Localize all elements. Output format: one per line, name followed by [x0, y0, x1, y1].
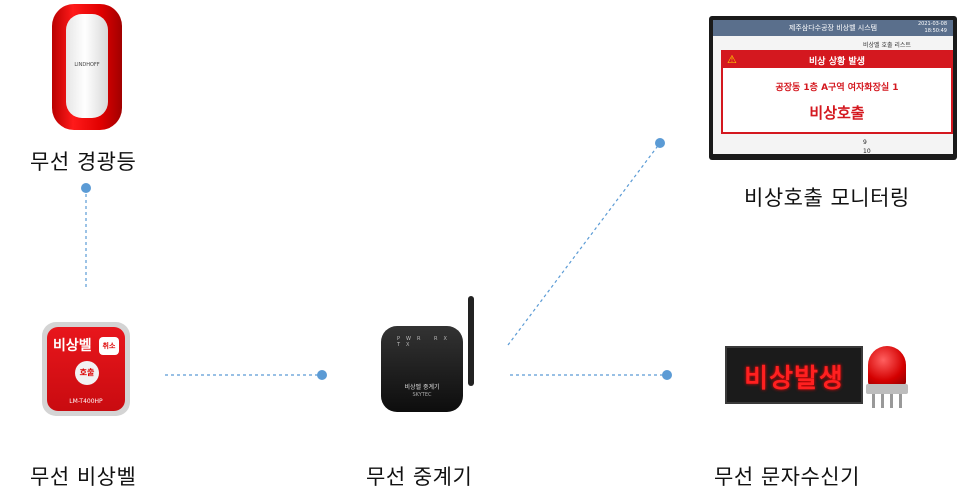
repeater-device-name: 비상벨 중계기: [404, 384, 440, 391]
emergency-bell-image: 비상벨 취소 호출 LM-T400HP: [42, 322, 130, 416]
warning-icon: ⚠: [727, 53, 737, 66]
repeater-label: 무선 중계기: [366, 465, 473, 489]
strobe-brand: LINDHOFF: [74, 62, 100, 68]
monitor-date: 2021-03-08: [917, 21, 947, 27]
alert-popup-header: ⚠ 비상 상황 발생: [723, 52, 951, 68]
monitor-label: 비상호출 모니터링: [744, 186, 910, 210]
monitoring-screen-image: 제주삼다수공장 비상벨 시스템 2021-03-08 18:50:49 비상벨 …: [709, 16, 957, 160]
monitor-row: 9: [863, 139, 867, 146]
beacon-light-icon: [868, 346, 906, 386]
monitor-title-bar: 제주삼다수공장 비상벨 시스템 2021-03-08 18:50:49: [713, 20, 953, 36]
monitor-rows: 9 10: [863, 138, 871, 154]
repeater-image: PWR RX TX 비상벨 중계기 SKYTEC: [381, 326, 463, 412]
link-dot-receiver: [662, 370, 672, 380]
strobe-light-image: LINDHOFF: [52, 4, 122, 130]
alert-location: 공장동 1층 A구역 여자화장실 1: [775, 83, 899, 93]
bell-device-title: 비상벨: [53, 338, 92, 354]
link-repeater-monitor: [507, 142, 661, 346]
monitor-screen: 제주삼다수공장 비상벨 시스템 2021-03-08 18:50:49 비상벨 …: [713, 20, 953, 154]
monitor-list-header: 비상벨 호출 리스트: [863, 42, 911, 49]
bell-face: 비상벨 취소 호출 LM-T400HP: [47, 327, 125, 411]
bell-call-button: 호출: [75, 361, 99, 385]
strobe-lens: LINDHOFF: [66, 14, 108, 118]
link-dot-repeater: [317, 370, 327, 380]
repeater-brand: SKYTEC: [412, 392, 432, 398]
alert-popup-title: 비상 상황 발생: [809, 57, 865, 67]
alert-popup: ⚠ 비상 상황 발생 공장동 1층 A구역 여자화장실 1 비상호출: [721, 50, 953, 134]
monitor-time: 18:50:49: [924, 28, 947, 34]
monitor-row: 10: [863, 148, 871, 154]
repeater-leds: PWR RX TX: [397, 336, 453, 348]
receiver-label: 무선 문자수신기: [714, 465, 860, 489]
alert-call-text: 비상호출: [809, 104, 865, 122]
beacon-base: [866, 384, 908, 394]
bell-model: LM-T400HP: [69, 398, 103, 405]
link-dot-strobe: [81, 183, 91, 193]
monitor-screen-title: 제주삼다수공장 비상벨 시스템: [788, 24, 878, 32]
strobe-label: 무선 경광등: [30, 150, 137, 174]
bell-cancel-button: 취소: [99, 337, 119, 355]
repeater-antenna: [468, 296, 474, 386]
beacon-legs: [872, 394, 902, 408]
link-dot-monitor: [655, 138, 665, 148]
led-sign-image: 비상발생: [725, 346, 863, 404]
bell-label: 무선 비상벨: [30, 465, 137, 489]
led-sign-text: 비상발생: [744, 364, 844, 394]
